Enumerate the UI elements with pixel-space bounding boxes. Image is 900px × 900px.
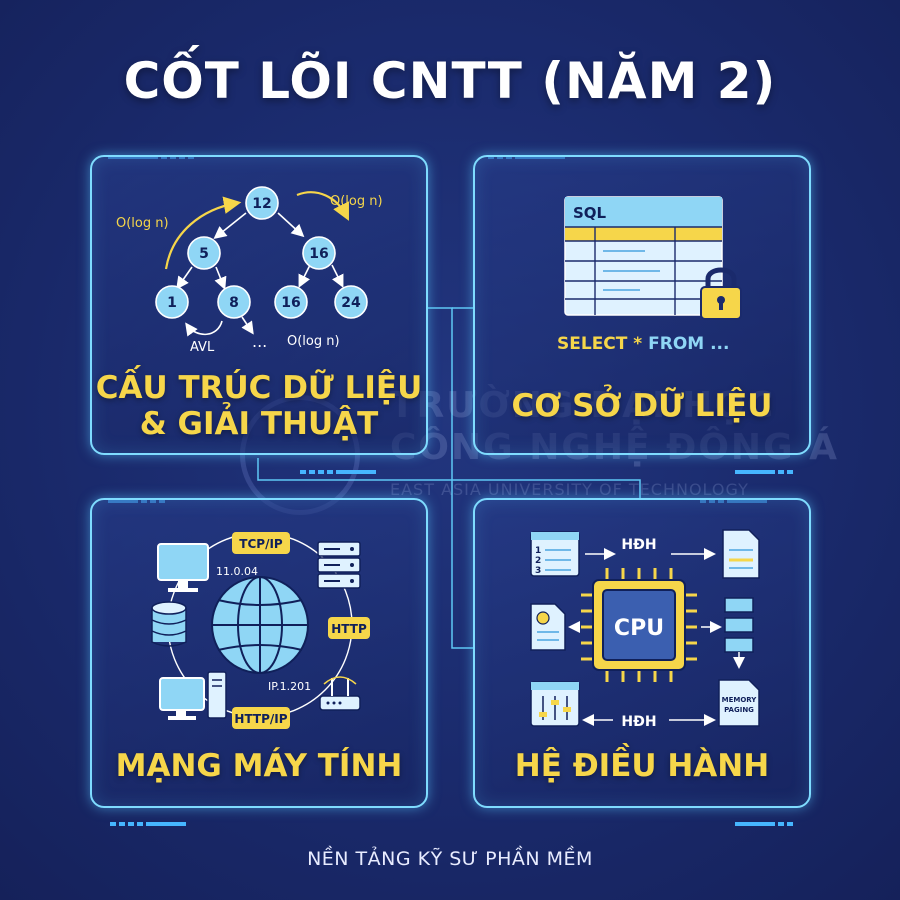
deco-bar [300, 461, 379, 474]
list-number: 3 [535, 566, 541, 576]
tree-node [302, 236, 336, 270]
node-label: 24 [341, 295, 361, 311]
tree-node [217, 285, 251, 319]
monitor-icon [157, 543, 209, 592]
os-label-top: HĐH [621, 537, 656, 553]
complexity-label: O(log n) [116, 216, 169, 231]
cpu-label: CPU [614, 616, 664, 641]
settings-document-icon [530, 603, 566, 651]
tree-node [187, 236, 221, 270]
complexity-label: O(log n) [287, 334, 340, 349]
deco-bar [108, 490, 168, 503]
network-diagram: TCP/IP HTTP HTTP/IP 11.0.04 IP.1.201 [151, 532, 370, 729]
ellipsis-label: ... [252, 332, 267, 351]
avl-label: AVL [190, 340, 215, 355]
tree-node [334, 285, 368, 319]
sql-query: SELECT * FROM ... [557, 334, 729, 354]
protocol-badge-label: HTTP/IP [234, 712, 287, 726]
os-label-bottom: HĐH [621, 714, 656, 730]
tree-node [274, 285, 308, 319]
complexity-label: O(log n) [330, 194, 383, 209]
tree-node [155, 285, 189, 319]
node-label: 16 [281, 295, 300, 311]
panel-operating-system: CPU HĐH HĐH 1 2 3 [473, 498, 811, 808]
panel-database: SQL SELECT * FROM ... CƠ SỞ DỮ LIỆU [473, 155, 811, 455]
panel-title-dsa-line1: CẤU TRÚC DỮ LIỆU [95, 370, 423, 406]
cpu-chip-icon [581, 568, 697, 682]
node-label: 12 [252, 196, 271, 212]
deco-bar [700, 490, 770, 503]
document-icon [722, 529, 760, 579]
node-label: 16 [309, 246, 328, 262]
ip-address-label: IP.1.201 [268, 680, 311, 693]
sql-query-select: SELECT * [557, 334, 648, 354]
panel-network: TCP/IP HTTP HTTP/IP 11.0.04 IP.1.201 MẠN… [90, 498, 428, 808]
panel-title-os: HỆ ĐIỀU HÀNH [514, 748, 770, 784]
memory-document-icon [718, 679, 760, 727]
list-number: 1 [535, 546, 541, 556]
list-number: 2 [535, 556, 541, 566]
panel-data-structures: 12 5 16 1 8 16 24 O(log n) O(log n) O(lo… [90, 155, 428, 455]
node-label: 1 [167, 295, 177, 311]
padlock-icon [700, 267, 742, 320]
computer-tower-icon [159, 671, 227, 720]
globe-icon [211, 576, 309, 674]
deco-bar [735, 813, 796, 826]
protocol-badge-label: TCP/IP [239, 537, 283, 551]
protocol-badges [232, 532, 370, 729]
footer-tagline: NỀN TẢNG KỸ SƯ PHẦN MỀM [307, 848, 593, 870]
table-header-label: SQL [573, 204, 607, 222]
ip-address-label: 11.0.04 [216, 565, 258, 578]
operating-system-diagram: CPU HĐH HĐH 1 2 3 [530, 529, 760, 730]
deco-bar [108, 146, 197, 159]
node-label: 5 [199, 246, 209, 262]
control-panel-icon [530, 681, 580, 727]
server-icon [317, 541, 361, 589]
queue-icon [724, 597, 754, 669]
sql-table-diagram: SQL SELECT * FROM ... [557, 196, 742, 354]
database-icon [151, 601, 187, 647]
panel-title-dsa-line2: & GIẢI THUẬT [139, 406, 379, 442]
memory-label: MEMORY [722, 696, 758, 704]
sql-query-from: FROM ... [648, 334, 729, 354]
router-icon [319, 676, 361, 711]
binary-tree-diagram: 12 5 16 1 8 16 24 O(log n) O(log n) O(lo… [116, 186, 383, 355]
deco-bar [735, 461, 796, 474]
panel-title-db: CƠ SỞ DỮ LIỆU [511, 388, 773, 424]
deco-bar [110, 813, 189, 826]
deco-bar [488, 146, 568, 159]
page-title: CỐT LÕI CNTT (NĂM 2) [123, 52, 777, 110]
panel-title-network: MẠNG MÁY TÍNH [115, 748, 403, 784]
node-label: 8 [229, 295, 239, 311]
protocol-badge-label: HTTP [331, 622, 367, 636]
memory-label: PAGING [724, 706, 754, 714]
numbered-list-icon [530, 531, 580, 577]
tree-node [245, 186, 279, 220]
